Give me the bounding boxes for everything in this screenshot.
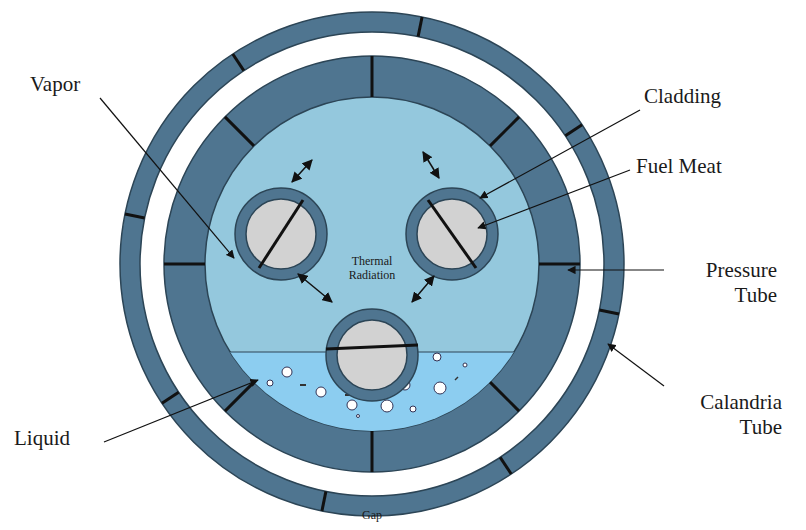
part-label: Fuel Meat: [636, 154, 722, 179]
radiation-arrow: [292, 152, 439, 302]
tube-joint: [322, 491, 326, 511]
tube-joint: [490, 382, 519, 411]
region-label: Liquid: [14, 426, 70, 451]
pressure-tube: [164, 56, 580, 472]
fuel-element: [326, 309, 418, 401]
tube-joint: [225, 382, 254, 411]
region-label: Gap: [355, 508, 389, 522]
tube-joint: [565, 125, 582, 136]
tube-joint: [371, 56, 374, 97]
leader-line: [100, 98, 664, 442]
tube-joint: [125, 17, 619, 511]
tube-joint: [539, 263, 580, 266]
tube-joint: [599, 310, 619, 314]
part-label: Pressure Tube: [672, 258, 777, 308]
part-label: Cladding: [644, 84, 721, 109]
tube-joint: [225, 117, 254, 146]
tube-joint: [125, 214, 145, 218]
tube-joint: [418, 17, 422, 37]
tube-joint: [490, 117, 519, 146]
calandria-tube: [120, 12, 624, 516]
tube-joint: [164, 263, 205, 266]
part-label: Calandria Tube: [672, 390, 782, 440]
fuel-element: [406, 188, 498, 280]
tube-joint: [162, 392, 179, 403]
tube-joint: [500, 457, 511, 474]
gap: [140, 32, 604, 496]
tube-joint: [233, 54, 244, 71]
process-label: Thermal Radiation: [334, 254, 410, 283]
fuel-element: [235, 188, 327, 280]
tube-joint: [371, 431, 374, 472]
region-label: Vapor: [30, 72, 80, 97]
